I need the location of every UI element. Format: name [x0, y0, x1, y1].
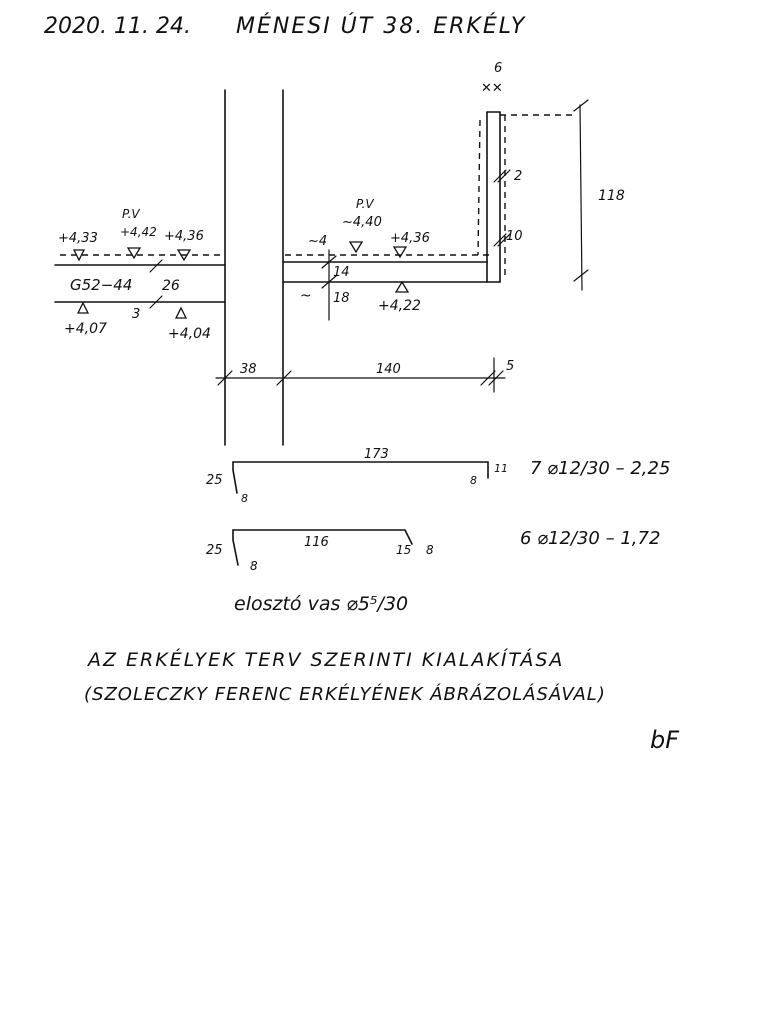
bar-marks-icon: ✕✕ — [481, 81, 503, 96]
dim-top-bars: 6 — [494, 61, 502, 76]
rebar-2-left-end: 8 — [250, 559, 258, 573]
dim-3: 3 — [132, 307, 140, 322]
rebar-2-right-b: 8 — [426, 543, 434, 557]
tick-icon — [321, 255, 337, 269]
level-442: +4,42 — [120, 225, 157, 239]
header-date: 2020. 11. 24. — [44, 14, 191, 39]
level-422: +4,22 — [378, 298, 421, 314]
dim-wall-seg: 2 — [514, 169, 522, 184]
dim-slab-thickness: 14 — [333, 265, 350, 280]
dim-5: 5 — [506, 359, 514, 374]
level-440: ~4,40 — [342, 215, 382, 230]
balcony-slab — [282, 254, 501, 283]
level-down-marker-icon — [348, 241, 364, 254]
pv-label-mid: P.V — [356, 197, 374, 211]
tick-icon — [497, 233, 511, 247]
tick-icon — [149, 259, 163, 273]
rebar-1-right-a: 8 — [470, 474, 477, 487]
level-down-marker-icon — [176, 249, 192, 262]
horizontal-dimension — [215, 357, 506, 393]
dim-26: 26 — [162, 278, 180, 294]
rebar-1-spec: 7 ⌀12/30 – 2,25 — [530, 458, 670, 479]
dim-under-18: 18 — [333, 291, 350, 306]
rebar-2-shape — [232, 529, 413, 566]
level-404: +4,04 — [168, 326, 211, 342]
dim-parapet-height: 118 — [598, 188, 625, 204]
level-down-marker-icon — [392, 246, 408, 259]
tick-icon — [493, 169, 507, 183]
g-label: G52−44 — [70, 276, 132, 294]
note-line-2: (SZOLECZKY FERENC ERKÉLYÉNEK ÁBRÁZOLÁSÁV… — [84, 683, 606, 705]
rebar-1-left-end: 8 — [241, 492, 248, 505]
rebar-1-left-hook: 25 — [206, 473, 223, 488]
dim-140: 140 — [376, 362, 401, 377]
parapet — [477, 111, 575, 283]
rebar-1-length: 173 — [364, 447, 389, 462]
signature: bF — [650, 726, 680, 754]
tick-icon — [497, 169, 511, 183]
level-407: +4,07 — [64, 321, 107, 337]
tick-icon — [149, 295, 163, 309]
header-location: MÉNESI ÚT 38. ERKÉLY — [236, 13, 526, 39]
distribution-bar-note: elosztó vas ⌀5⁵/30 — [234, 593, 408, 615]
level-up-marker-icon — [76, 301, 90, 314]
level-down-marker-icon — [126, 247, 142, 260]
rebar-2-left-hook: 25 — [206, 543, 223, 558]
rebar-2-length: 116 — [304, 535, 329, 550]
wall — [224, 89, 284, 446]
note-line-1: AZ ERKÉLYEK TERV SZERINTI KIALAKÍTÁSA — [86, 648, 564, 671]
level-up-marker-icon — [394, 280, 410, 293]
rebar-2-spec: 6 ⌀12/30 – 1,72 — [520, 528, 660, 549]
dim-minus4: ~4 — [308, 234, 327, 249]
level-436-balcony: +4,36 — [390, 231, 430, 246]
parapet-height-dimension — [573, 99, 589, 291]
dim-cap: 10 — [506, 229, 523, 244]
rebar-1-right-b: 11 — [494, 462, 508, 475]
tick-icon — [493, 233, 507, 247]
rebar-1-shape — [232, 461, 489, 494]
dim-38: 38 — [240, 362, 257, 377]
rebar-2-right-a: 15 — [396, 543, 411, 557]
tick-icon — [321, 275, 337, 289]
tilde-icon: ~ — [300, 288, 312, 304]
level-down-marker-icon — [72, 249, 86, 262]
level-433: +4,33 — [58, 231, 98, 246]
pv-label-left: P.V — [122, 207, 140, 221]
left-slab — [54, 254, 226, 303]
level-436-left: +4,36 — [164, 229, 204, 244]
level-up-marker-icon — [174, 306, 188, 319]
